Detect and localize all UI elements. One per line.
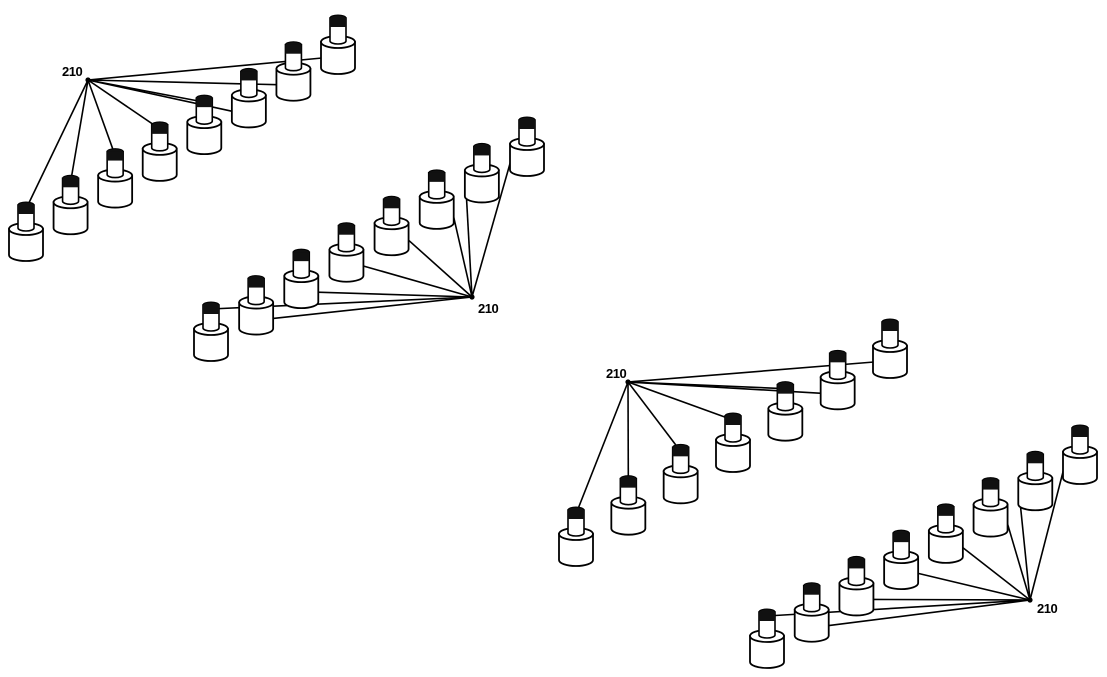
storage-device-icon [1062, 424, 1098, 485]
storage-device-icon [749, 608, 785, 669]
connection-line [575, 381, 629, 515]
storage-device-icon [275, 41, 312, 102]
connection-line [69, 79, 89, 183]
storage-device-icon [52, 174, 89, 236]
storage-device-icon [8, 201, 44, 262]
storage-device-icon [141, 121, 178, 182]
connection-line [465, 186, 473, 298]
storage-device-icon [715, 412, 751, 473]
storage-device-icon [838, 555, 875, 617]
storage-device-icon [662, 443, 699, 505]
storage-device-icon [793, 582, 830, 643]
connection-line [1029, 467, 1065, 601]
connection-line [451, 212, 473, 298]
connection-line [916, 572, 1031, 601]
connection-line [1018, 494, 1031, 601]
storage-device-icon [320, 14, 356, 75]
storage-device-icon [872, 318, 908, 379]
hub-label-group-2: 210 [478, 301, 498, 316]
storage-device-icon [418, 169, 455, 230]
connection-line [407, 238, 473, 298]
storage-device-icon [463, 142, 500, 204]
storage-device-icon [230, 67, 267, 129]
storage-device-icon [373, 195, 410, 257]
connection-line [1005, 520, 1031, 601]
storage-device-icon [328, 222, 365, 283]
connection-line [872, 598, 1031, 601]
connection-line [25, 79, 89, 210]
connection-line [87, 57, 323, 81]
storage-device-icon [186, 94, 223, 156]
storage-device-icon [193, 301, 229, 362]
connection-line [317, 291, 473, 298]
connection-line [362, 264, 473, 298]
hub-label-group-3: 210 [606, 366, 626, 381]
connection-line [87, 79, 116, 156]
hub-label-group-4: 210 [1037, 601, 1057, 616]
storage-device-icon [1017, 450, 1054, 512]
connection-line [627, 381, 682, 452]
storage-device-icon [283, 248, 320, 310]
connection-line [961, 546, 1031, 601]
connection-line [272, 296, 473, 320]
connection-line [827, 599, 1031, 627]
hub-label-group-1: 210 [62, 64, 82, 79]
storage-device-icon [927, 503, 964, 564]
storage-device-icon [883, 529, 920, 591]
storage-device-icon [767, 381, 804, 442]
connection-line [87, 79, 161, 130]
connection-line [471, 159, 512, 298]
storage-device-icon [819, 349, 856, 411]
storage-device-icon [610, 475, 647, 536]
storage-device-icon [558, 506, 594, 567]
storage-device-icon [972, 477, 1009, 538]
storage-device-icon [509, 116, 545, 177]
connection-line [627, 381, 734, 421]
storage-device-icon [238, 275, 275, 336]
devices-layer [8, 14, 1098, 669]
storage-device-icon [97, 148, 134, 209]
